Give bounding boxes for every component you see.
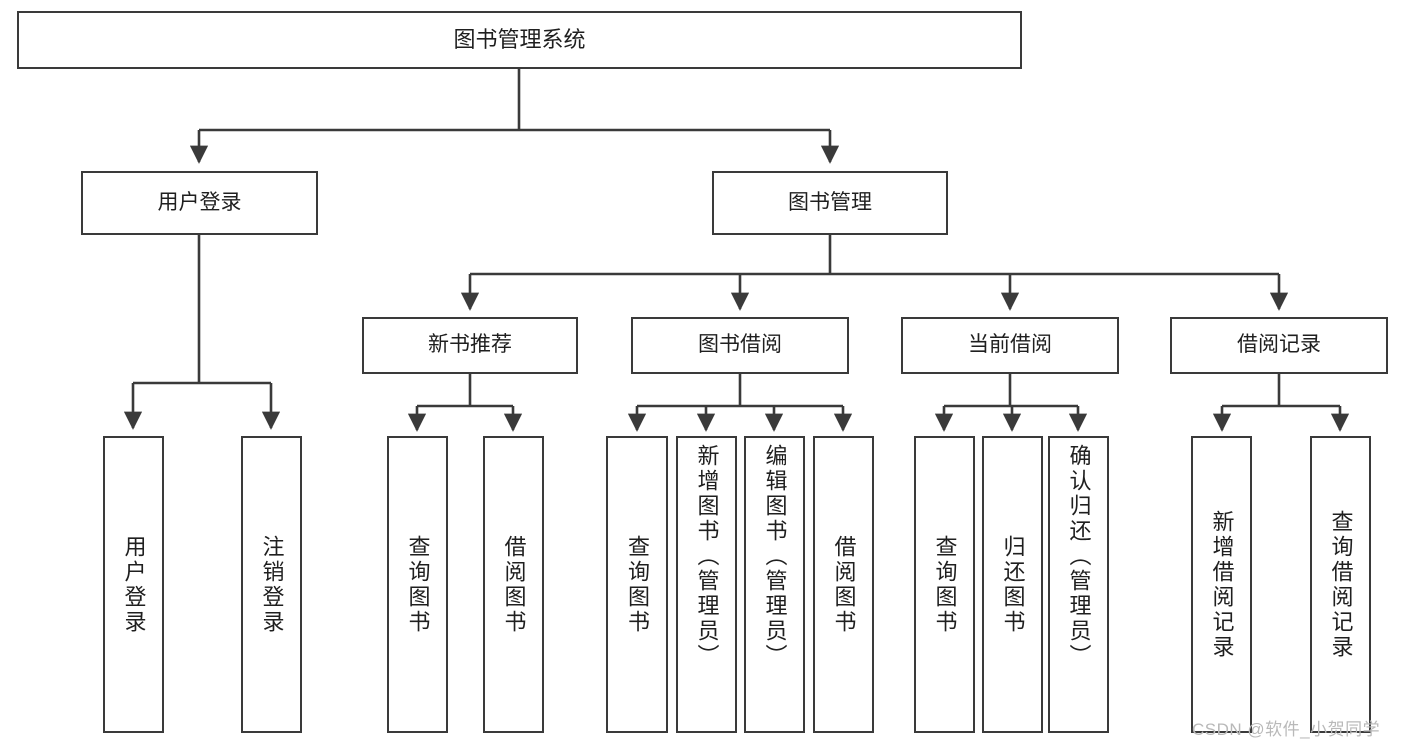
node-label: 编辑图书（管理员）	[762, 444, 788, 669]
node-label: 图书借阅	[698, 333, 782, 357]
node-borrow-record[interactable]: 借阅记录	[1170, 317, 1388, 374]
node-label: 确认归还（管理员）	[1066, 444, 1092, 669]
node-label: 借阅图书	[501, 534, 527, 635]
node-label: 新增借阅记录	[1209, 509, 1235, 660]
node-label: 图书管理系统	[453, 27, 586, 53]
leaf-user-login-logout[interactable]: 注销登录	[241, 436, 302, 733]
leaf-book-borrow-add[interactable]: 新增图书（管理员）	[676, 436, 737, 733]
node-book-borrow[interactable]: 图书借阅	[631, 317, 849, 374]
node-label: 新书推荐	[428, 333, 512, 357]
node-label: 借阅图书	[831, 534, 857, 635]
node-label: 用户登录	[121, 534, 147, 635]
leaf-user-login-login[interactable]: 用户登录	[103, 436, 164, 733]
leaf-new-book-borrow[interactable]: 借阅图书	[483, 436, 544, 733]
leaf-current-borrow-confirm-return[interactable]: 确认归还（管理员）	[1048, 436, 1109, 733]
node-current-borrow[interactable]: 当前借阅	[901, 317, 1119, 374]
node-label: 注销登录	[259, 534, 285, 635]
node-label: 查询借阅记录	[1328, 509, 1354, 660]
csdn-watermark: CSDN @软件_小贺同学	[1192, 720, 1381, 739]
leaf-book-borrow-borrow[interactable]: 借阅图书	[813, 436, 874, 733]
node-label: 查询图书	[932, 534, 958, 635]
node-label: 借阅记录	[1237, 333, 1321, 357]
node-user-login[interactable]: 用户登录	[81, 171, 318, 235]
node-label: 当前借阅	[968, 333, 1052, 357]
node-label: 查询图书	[625, 534, 650, 635]
node-label: 用户登录	[157, 190, 242, 214]
leaf-current-borrow-query[interactable]: 查询图书	[914, 436, 975, 733]
leaf-new-book-query[interactable]: 查询图书	[387, 436, 448, 733]
node-label: 新增图书（管理员）	[694, 444, 720, 669]
node-label: 查询图书	[405, 534, 431, 635]
node-book-management[interactable]: 图书管理	[712, 171, 948, 235]
node-label: 图书管理	[788, 190, 872, 214]
leaf-borrow-record-query[interactable]: 查询借阅记录	[1310, 436, 1371, 733]
leaf-book-borrow-query[interactable]: 查询图书	[606, 436, 668, 733]
node-root-system[interactable]: 图书管理系统	[17, 11, 1022, 69]
leaf-book-borrow-edit[interactable]: 编辑图书（管理员）	[744, 436, 805, 733]
leaf-current-borrow-return[interactable]: 归还图书	[982, 436, 1043, 733]
node-label: 归还图书	[1000, 534, 1026, 635]
leaf-borrow-record-add[interactable]: 新增借阅记录	[1191, 436, 1252, 733]
node-new-book-recommend[interactable]: 新书推荐	[362, 317, 578, 374]
